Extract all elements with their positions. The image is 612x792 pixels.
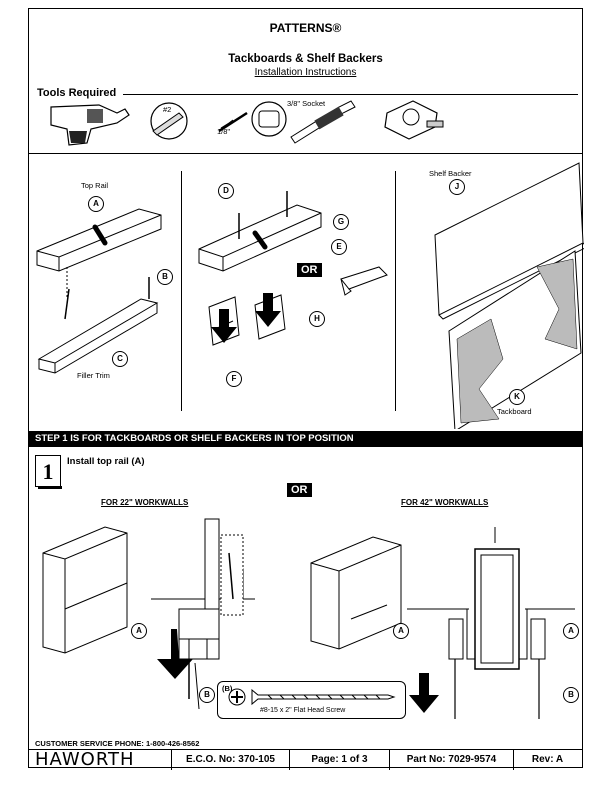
tools-required-label: Tools Required	[37, 87, 117, 99]
part-number: Part No: 7029-9574	[389, 750, 513, 770]
step-or-tag: OR	[287, 483, 312, 497]
callout-c: C	[112, 351, 128, 367]
right-heading: FOR 42" WORKWALLS	[401, 498, 489, 507]
page-title: Tackboards & Shelf Backers	[228, 53, 383, 65]
tools-illustration	[50, 100, 444, 146]
step-callout-a-left: A	[131, 623, 147, 639]
screw-label: #8-15 x 2" Flat Head Screw	[260, 707, 346, 714]
parts-divider-1	[181, 171, 182, 411]
tool-label-bit: #2	[163, 105, 172, 114]
label-filler-trim: Filler Trim	[77, 371, 110, 380]
parts-or-tag: OR	[297, 263, 322, 277]
phillips-bit-icon	[150, 102, 188, 140]
arrows-down	[211, 293, 281, 343]
bracket-e-drawing	[340, 266, 388, 296]
screw-callout: (B)	[222, 684, 233, 693]
callout-g: G	[333, 214, 349, 230]
filler-trim-drawing	[37, 298, 159, 374]
tackboard-drawing	[448, 250, 582, 429]
label-tackboard: Tackboard	[497, 407, 532, 416]
workwall-42-cabinet	[310, 536, 402, 650]
top-rail-drawing	[36, 208, 162, 320]
step-title: Install top rail (A)	[67, 456, 145, 467]
step-callout-b-left: B	[199, 687, 215, 703]
document-frame: PATTERNS® Tackboards & Shelf Backers Ins…	[28, 8, 584, 770]
callout-d: D	[218, 183, 234, 199]
parts-illustration	[36, 162, 584, 429]
tool-label-socket: 3/8" Socket	[287, 99, 326, 108]
page-number: Page: 1 of 3	[289, 750, 389, 770]
step-callout-b-right: B	[563, 687, 579, 703]
callout-j: J	[449, 179, 465, 195]
page-subtitle: Installation Instructions	[254, 67, 357, 78]
callout-a: A	[88, 196, 104, 212]
parts-divider-2	[395, 171, 396, 411]
callout-b: B	[157, 269, 173, 285]
step-callout-a-right2: A	[563, 623, 579, 639]
callout-k: K	[509, 389, 525, 405]
parts-divider-top	[29, 153, 582, 154]
left-heading: FOR 22" WORKWALLS	[101, 498, 189, 507]
step1-illustration	[42, 518, 575, 719]
callout-h: H	[309, 311, 325, 327]
footer-bar: HAWORTH E.C.O. No: 370-105 Page: 1 of 3 …	[29, 749, 582, 770]
brand-title: PATTERNS®	[269, 21, 342, 35]
callout-f: F	[226, 371, 242, 387]
rail-g-drawing	[198, 191, 322, 272]
power-drill-icon	[50, 104, 130, 146]
rail-section-42	[407, 527, 575, 719]
rail-section-22	[151, 518, 255, 710]
step-banner: STEP 1 IS FOR TACKBOARDS OR SHELF BACKER…	[29, 431, 582, 447]
tools-divider	[123, 94, 578, 95]
tool-label-drillbit: 1/8"	[217, 127, 231, 136]
step-number: 1	[35, 455, 62, 489]
workwall-22-cabinet	[42, 526, 128, 654]
socket-wrench-icon	[251, 100, 356, 144]
screw-detail-box: (B) #8-15 x 2" Flat Head Screw	[217, 681, 406, 719]
revision: Rev: A	[513, 750, 581, 770]
screw-icon	[228, 688, 396, 706]
haworth-logo: HAWORTH	[35, 749, 135, 770]
drill-bit-icon	[218, 111, 248, 133]
tape-measure-icon	[384, 100, 444, 140]
callout-e: E	[331, 239, 347, 255]
eco-number: E.C.O. No: 370-105	[171, 750, 289, 770]
step-callout-a-right: A	[393, 623, 409, 639]
customer-service: CUSTOMER SERVICE PHONE: 1-800-426-8562	[35, 739, 200, 748]
label-shelf-backer: Shelf Backer	[429, 169, 472, 178]
label-top-rail: Top Rail	[81, 181, 109, 190]
shelf-backer-drawing	[434, 162, 584, 320]
